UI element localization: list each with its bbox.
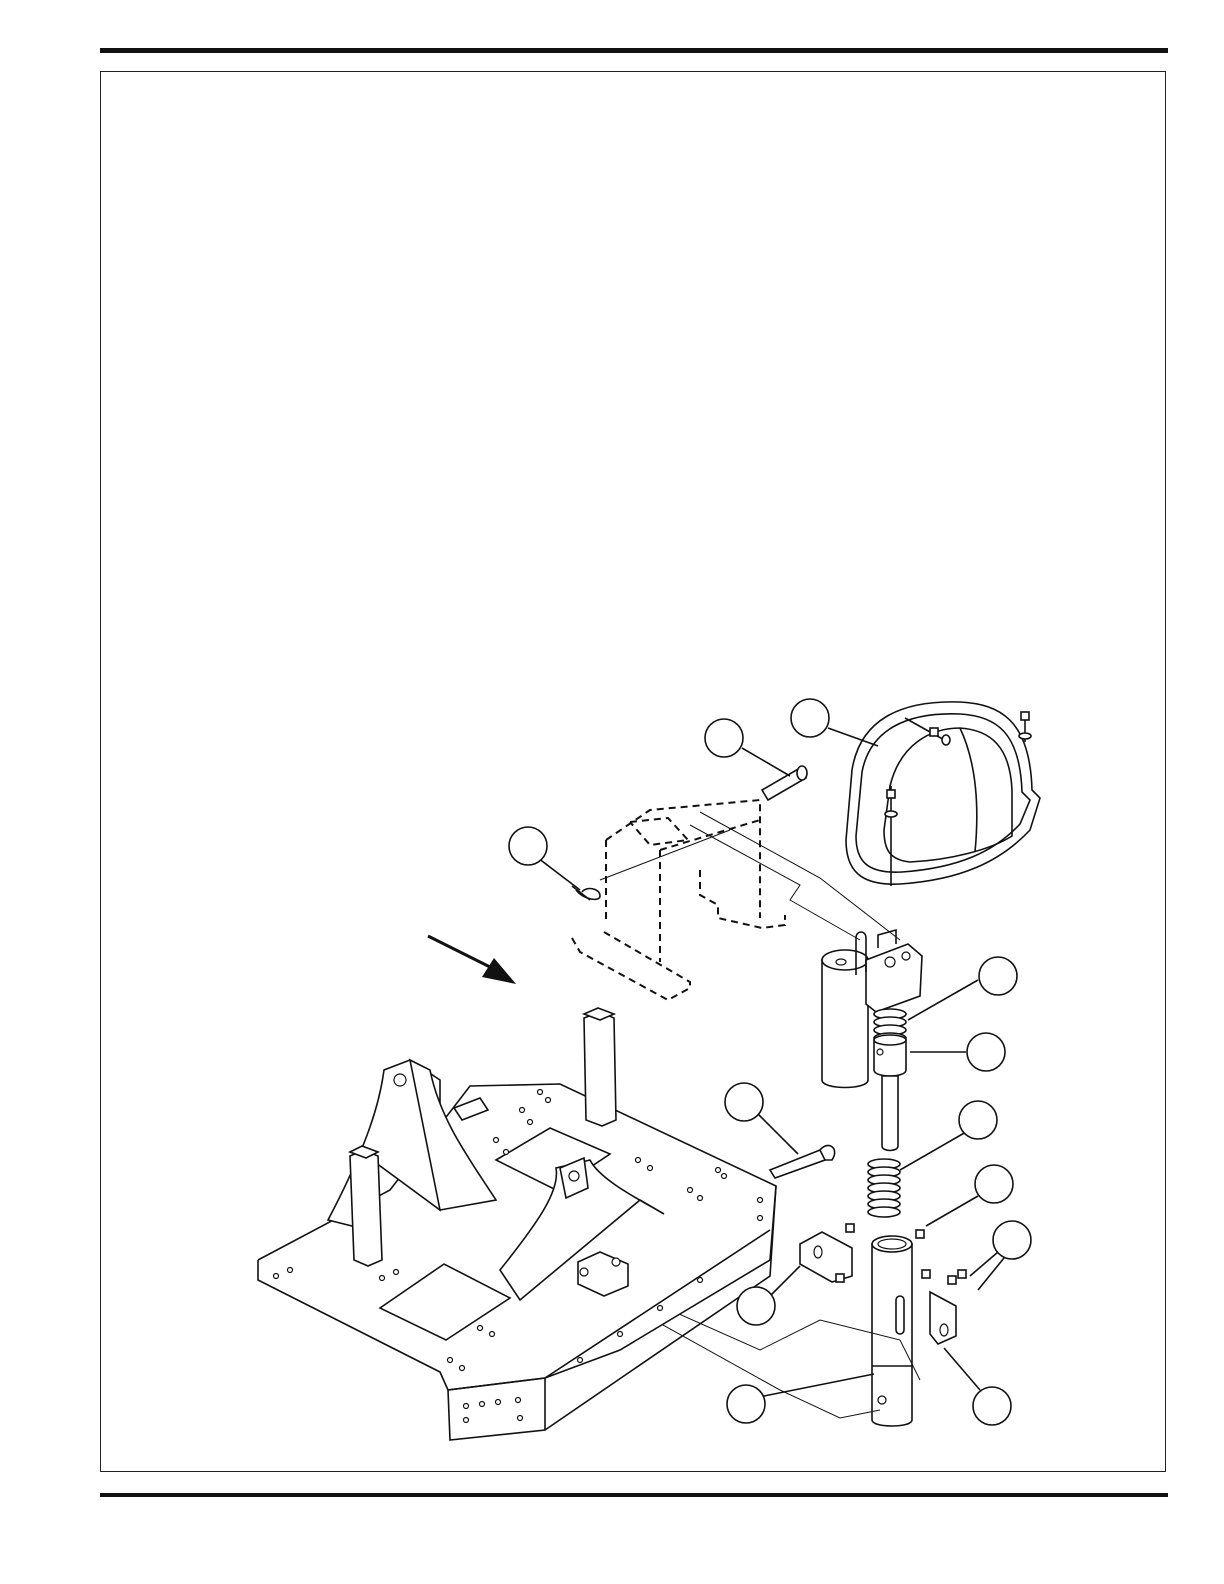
callout-1 — [705, 719, 743, 757]
callout-8 — [975, 1165, 1013, 1203]
callout-5 — [967, 1033, 1005, 1071]
callout-7 — [725, 1083, 763, 1121]
callout-3 — [509, 827, 547, 865]
direction-arrow — [428, 936, 516, 984]
lower-spring — [868, 1159, 900, 1217]
callout-2 — [791, 699, 829, 737]
callout-11 — [727, 1385, 765, 1423]
mounting-bracket — [572, 800, 785, 1000]
carriage-frame — [258, 1008, 776, 1440]
pivot-pin — [762, 766, 807, 800]
motor-cover — [846, 702, 1040, 886]
callout-4 — [979, 957, 1017, 995]
pivot-pin-lower — [770, 1145, 835, 1178]
actuator-tube — [872, 1236, 912, 1426]
callout-9 — [993, 1221, 1031, 1259]
actuator-motor — [822, 930, 922, 1151]
callout-6 — [959, 1101, 997, 1139]
actuator-coupler — [874, 1035, 906, 1076]
callout-10 — [737, 1287, 775, 1325]
callout-12 — [973, 1387, 1011, 1425]
